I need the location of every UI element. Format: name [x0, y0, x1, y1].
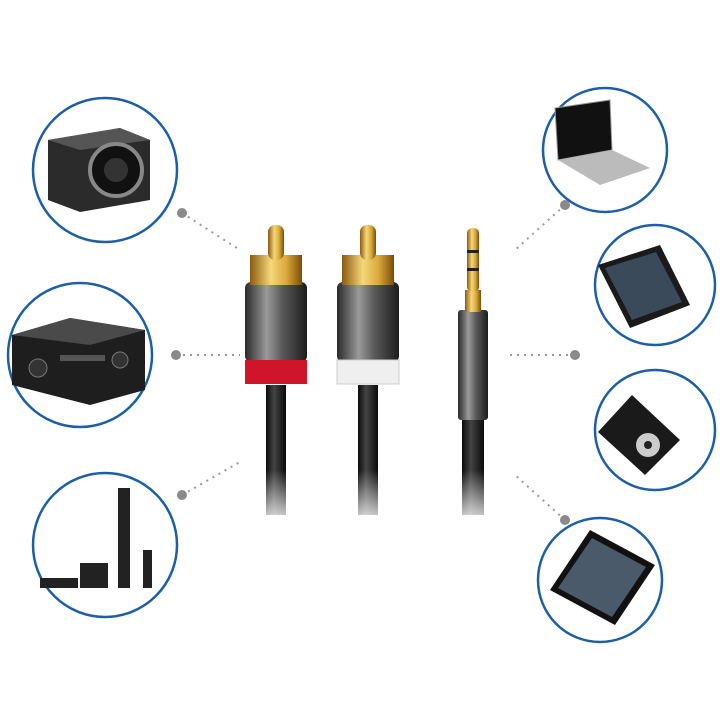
- home-theater-icon: [40, 488, 152, 588]
- tablet-icon: [550, 530, 655, 625]
- subwoofer-circle: [31, 96, 179, 244]
- mp3-player-icon: [598, 395, 680, 475]
- av-receiver-icon: [12, 318, 145, 405]
- home-theater-circle: [31, 471, 179, 619]
- av-receiver-circle: [6, 281, 154, 429]
- rca-white-plug: [336, 225, 400, 515]
- tablet-circle: [536, 516, 664, 644]
- smartphone-icon: [598, 245, 690, 328]
- laptop-icon: [554, 99, 650, 185]
- connector-dots: [171, 200, 580, 525]
- laptop-circle: [541, 86, 669, 214]
- smartphone-circle: [593, 223, 717, 347]
- mp3-player-circle: [593, 368, 717, 492]
- subwoofer-icon: [48, 128, 150, 212]
